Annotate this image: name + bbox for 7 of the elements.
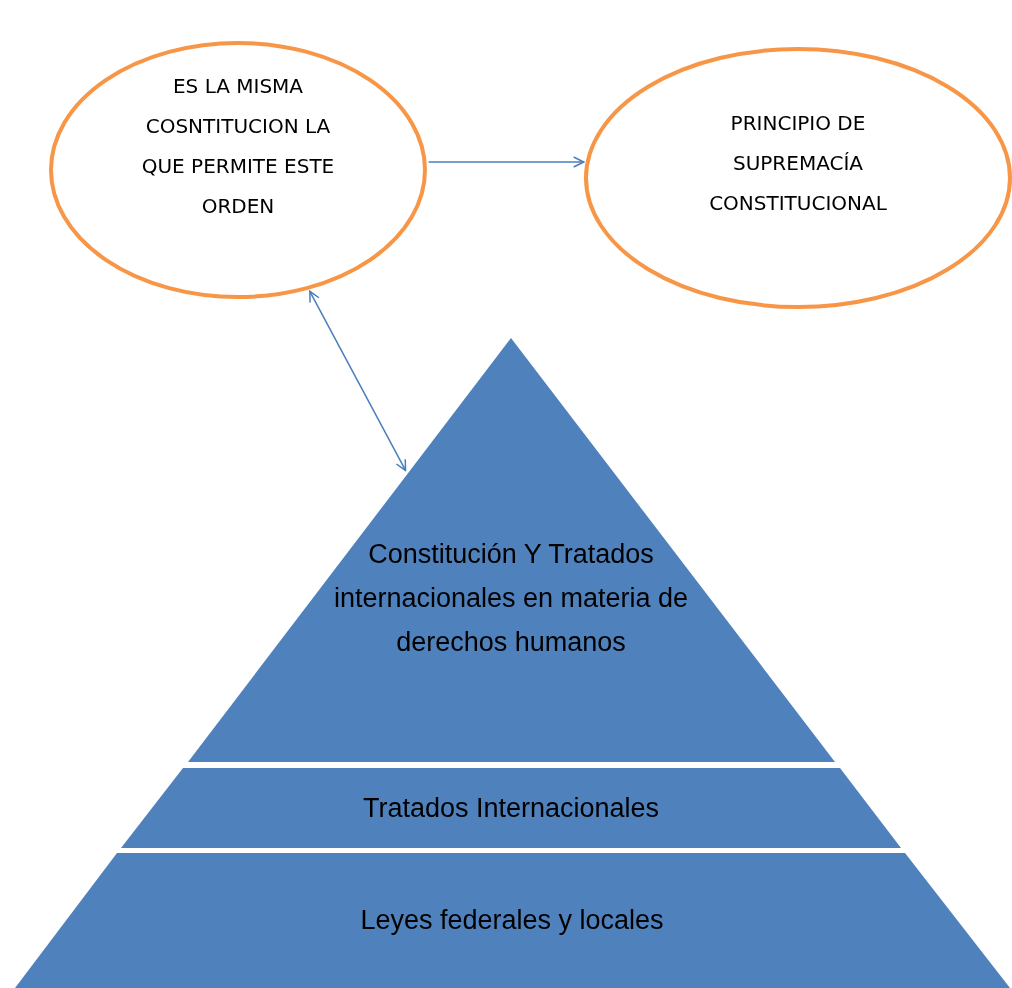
node-label: Leyes federales y locales (359, 904, 665, 937)
node-label: Constitución Y Tratados internacionales en materia de derechos humanos (332, 538, 690, 659)
arrow (427, 156, 585, 168)
arrow (309, 290, 407, 472)
node-label: PRINCIPIO DE SUPREMACÍA CONSTITUCIONAL (708, 110, 888, 217)
node-label: ES LA MISMA COSNTITUCION LA QUE PERMITE ESTE ORDEN (140, 73, 336, 220)
node-label: Tratados Internacionales (361, 792, 661, 825)
